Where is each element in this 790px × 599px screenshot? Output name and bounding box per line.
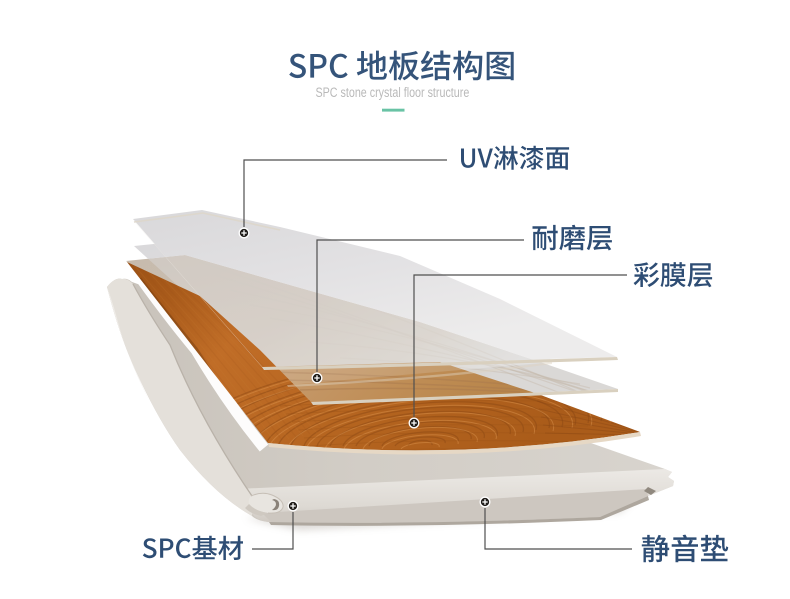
svg-text:SPC stone crystal floor struct: SPC stone crystal floor structure <box>316 85 470 100</box>
